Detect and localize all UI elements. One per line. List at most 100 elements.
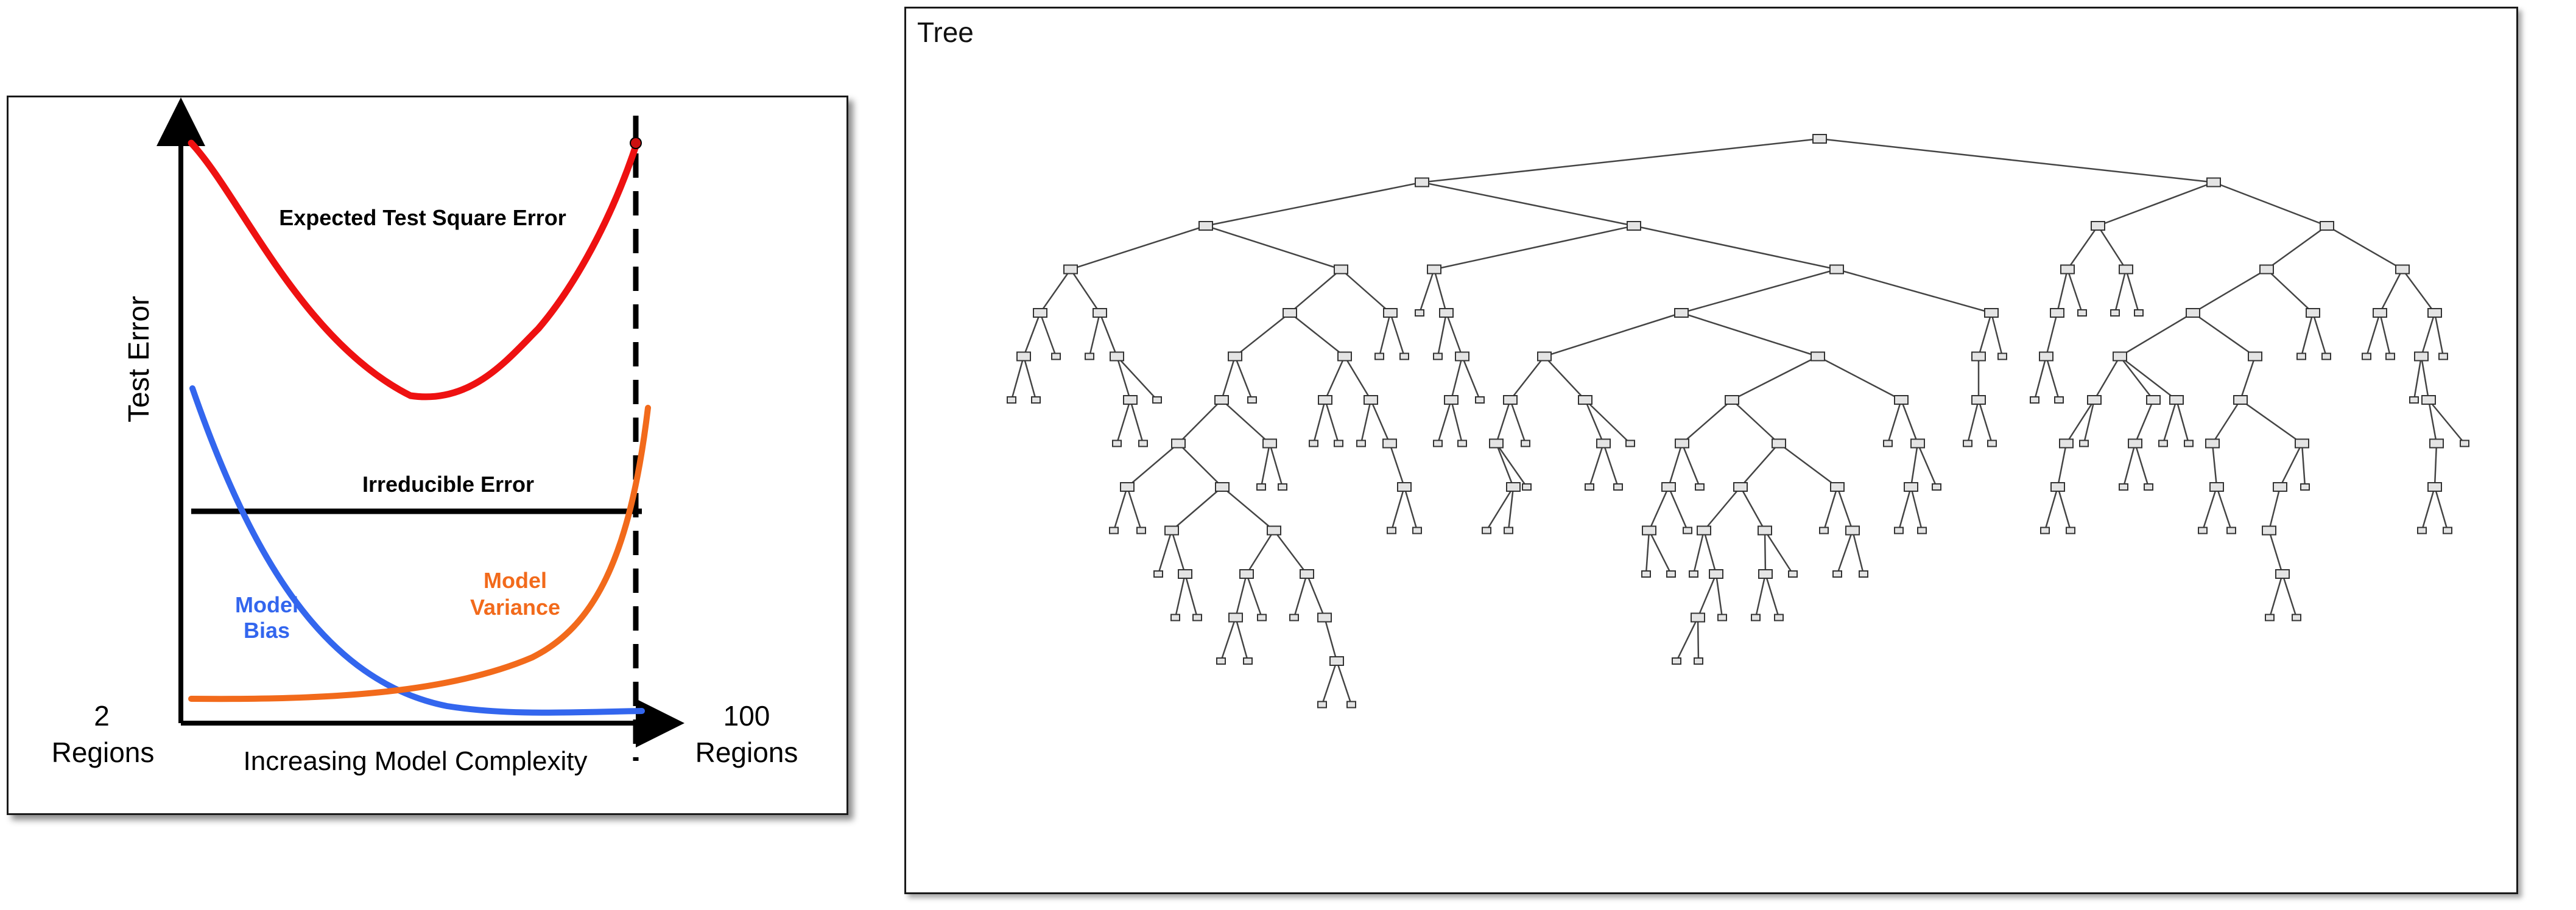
tree-split-node (2373, 308, 2387, 318)
tree-split-node (1984, 308, 1999, 318)
tree-edge (2433, 443, 2438, 488)
tree-edge (1648, 486, 1670, 531)
tree-split-node (1578, 395, 1592, 405)
tree-leaf-node (2077, 309, 2087, 317)
tree-edge (1510, 355, 1545, 401)
tree-edge (1495, 443, 1515, 488)
tree-split-node (2414, 351, 2429, 362)
tree-edge (2122, 443, 2136, 488)
tree-edge (1234, 573, 1248, 618)
tree-edge (1445, 312, 1463, 357)
tree-edge (1022, 356, 1037, 401)
decision-tree (1007, 134, 2469, 709)
tree-leaf-node (1641, 570, 1651, 578)
tree-edge (1740, 443, 1779, 488)
tree-split-node (2273, 482, 2287, 492)
x-max-label-unit: Regions (695, 737, 798, 768)
tree-leaf-node (1987, 439, 1997, 447)
tree-edge (2281, 573, 2298, 618)
tree-split-node (1758, 569, 1773, 579)
tree-edge (1836, 530, 1854, 575)
tree-leaf-node (1457, 439, 1467, 447)
tree-split-node (1709, 569, 1723, 579)
tree-leaf-node (2385, 352, 2395, 360)
tree-split-node (1228, 612, 1243, 623)
tree-split-node (1300, 569, 1314, 579)
tree-edge (1817, 355, 1902, 401)
tree-split-node (1444, 395, 1459, 405)
tree-leaf-node (1625, 439, 1635, 447)
tree-edge (2379, 268, 2404, 313)
tree-split-node (1427, 264, 1441, 275)
tree-edge (1585, 399, 1631, 444)
tree-edge (2175, 399, 2190, 444)
tree-leaf-node (2198, 527, 2208, 534)
tree-edge (2239, 356, 2256, 401)
tree-leaf-node (1374, 352, 1384, 360)
tree-leaf-node (1192, 614, 1202, 621)
tree-edge (1070, 225, 1206, 270)
tree-edge (2057, 443, 2067, 488)
tree-leaf-node (1585, 483, 1594, 491)
tree-edge (1602, 443, 1619, 488)
tree-split-node (1845, 525, 1860, 536)
tree-edge (2240, 399, 2303, 444)
tree-split-node (1697, 525, 1711, 536)
tree-split-node (1415, 177, 1429, 187)
tree-leaf-node (1689, 570, 1698, 578)
tree-edge (1234, 617, 1249, 662)
tree-leaf-node (1683, 527, 1692, 534)
tree-edge (2097, 181, 2214, 227)
tree-edge (2433, 486, 2449, 531)
tree-edge (1681, 443, 1701, 488)
tree-split-node (2146, 395, 2161, 405)
tree-edge (1495, 443, 1528, 488)
tree-split-node (1334, 264, 1348, 275)
tree-edge (1336, 660, 1353, 705)
tree-edge (1754, 573, 1767, 618)
tree-leaf-node (2300, 483, 2310, 491)
tree-split-node (2128, 438, 2142, 449)
tree-edge (1269, 443, 1284, 488)
tree-leaf-node (1334, 439, 1343, 447)
tree-leaf-node (1997, 352, 2007, 360)
tree-split-node (1506, 482, 1521, 492)
y-axis-label: Test Error (123, 296, 155, 422)
tree-split-node (2059, 438, 2074, 449)
tree-edge (1667, 443, 1683, 488)
x-axis-label: Increasing Model Complexity (244, 746, 588, 776)
tree-split-node (1439, 308, 1454, 318)
tree-leaf-node (1346, 701, 1356, 709)
tree-edge (2365, 312, 2381, 357)
tree-leaf-node (1694, 657, 1703, 665)
tree-leaf-node (2296, 352, 2306, 360)
bias-label-line2: Bias (244, 618, 290, 643)
tree-leaf-node (2438, 352, 2448, 360)
variance-curve (188, 405, 651, 702)
tree-split-node (1675, 438, 1689, 449)
tree-leaf-node (1932, 483, 1941, 491)
tree-split-node (1123, 395, 1138, 405)
tree-edge (1178, 443, 1223, 488)
tree-edge (2119, 355, 2177, 401)
tree-leaf-node (2184, 439, 2194, 447)
tree-edge (2162, 399, 2178, 444)
tree-edge (2301, 443, 2306, 488)
tree-leaf-node (1859, 570, 1868, 578)
tree-leaf-node (1412, 527, 1422, 534)
tree-split-node (1725, 395, 1739, 405)
x-max-label-number: 100 (723, 700, 770, 732)
tree-leaf-node (1522, 483, 1532, 491)
tree-leaf-node (1247, 396, 1257, 404)
tree-leaf-node (1278, 483, 1287, 491)
tree-edge (1184, 573, 1198, 618)
tree-leaf-node (1819, 527, 1829, 534)
tree-split-node (1228, 351, 1242, 362)
tree-edge (1116, 399, 1131, 444)
tree-edge (1171, 486, 1223, 531)
tree-split-node (2421, 395, 2436, 405)
tree-edge (1234, 312, 1290, 357)
tree-edge (2268, 530, 2284, 575)
tree-edge (1433, 269, 1448, 313)
tree-leaf-node (1256, 483, 1266, 491)
